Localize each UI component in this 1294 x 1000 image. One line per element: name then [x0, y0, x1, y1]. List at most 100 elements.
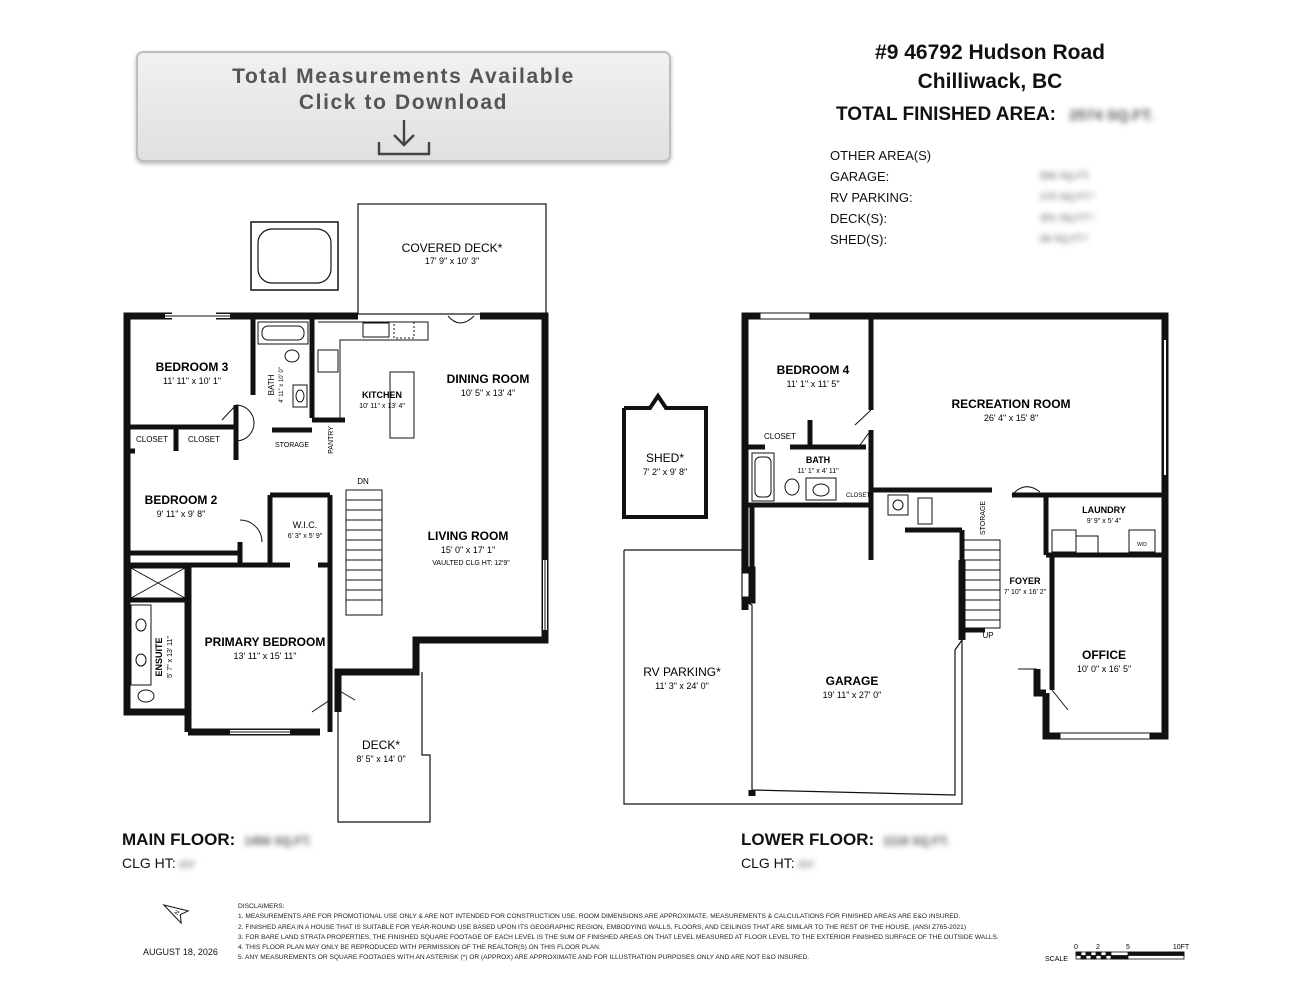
other-areas-heading: OTHER AREA(S) — [830, 148, 932, 163]
kitchen-name: KITCHEN — [362, 390, 402, 400]
rv-parking-name: RV PARKING* — [643, 665, 721, 679]
deck-name: DECK* — [362, 738, 400, 752]
covered-deck-outline — [357, 203, 547, 315]
ensuite-name: ENSUITE — [154, 637, 164, 676]
disclaimer-1: 1. MEASUREMENTS ARE FOR PROMOTIONAL USE … — [238, 913, 961, 921]
lower-clg-value: 8'0" — [798, 860, 816, 871]
living-room-dims: 15' 0" x 17' 1" — [441, 545, 495, 555]
wic-dims: 6' 3" x 5' 9" — [288, 533, 323, 540]
download-icon — [377, 120, 430, 156]
foyer-name: FOYER — [1009, 576, 1041, 586]
lower-floor-label: LOWER FLOOR: 1118 SQ.FT. — [741, 830, 949, 850]
main-floor-interior-walls — [127, 318, 345, 732]
deck-area-label: DECK(S): — [830, 211, 888, 226]
shed-dims: 7' 2" x 9' 8" — [643, 467, 687, 477]
rv-parking-dims: 11' 3" x 24' 0" — [655, 681, 709, 691]
north-arrow-icon: N — [162, 904, 190, 925]
disclaimers-heading: DISCLAIMERS: — [238, 903, 285, 910]
main-clg-value: 8'6" — [179, 860, 197, 871]
disclaimers: DISCLAIMERS: 1. MEASUREMENTS ARE FOR PRO… — [238, 902, 1068, 964]
stairs-down-label: DN — [357, 477, 369, 486]
bedroom2-dims: 9' 11" x 9' 8" — [157, 509, 206, 519]
svg-text:N: N — [174, 910, 181, 917]
dining-room-name: DINING ROOM — [447, 372, 530, 386]
plan-date: AUGUST 18, 2026 — [143, 947, 218, 957]
main-bath-dims: 4' 11" x 10' 0" — [279, 367, 285, 403]
disclaimer-2: 2. FINISHED AREA IN A HOUSE THAT IS SUIT… — [238, 923, 967, 931]
main-floor-fixtures — [130, 314, 547, 734]
primary-bedroom-dims: 13' 11" x 15' 11" — [233, 651, 296, 661]
bedroom4-name: BEDROOM 4 — [777, 363, 850, 377]
lower-closet-small-label: CLOSET — [846, 493, 870, 499]
scale-label: SCALE — [1045, 956, 1068, 963]
pantry-label: PANTRY — [328, 426, 335, 454]
main-floor-area: 1456 SQ.FT. — [244, 834, 312, 848]
lower-floor-clg: CLG HT: 8'0" — [741, 855, 815, 871]
stairs-up-label: UP — [982, 631, 993, 640]
lower-bath-name: BATH — [806, 455, 830, 465]
scale-tick-0: 0 — [1074, 944, 1078, 951]
disclaimer-4: 4. THIS FLOOR PLAN MAY ONLY BE REPRODUCE… — [238, 944, 601, 952]
main-bath-name: BATH — [267, 374, 276, 395]
office-name: OFFICE — [1082, 648, 1126, 662]
address-line-1: #9 46792 Hudson Road — [875, 41, 1105, 64]
scale-tick-5: 5 — [1126, 944, 1130, 951]
download-measurements-button[interactable]: Total Measurements Available Click to Do… — [136, 51, 671, 162]
scale-bar — [1075, 951, 1185, 960]
garage-area-value: 566 SQ.FT. — [1040, 171, 1091, 182]
ensuite-dims: 5' 7" x 13' 11" — [167, 636, 174, 678]
shed-outline — [622, 392, 708, 519]
disclaimer-3: 3. FOR BARE LAND STRATA PROPERTIES, THE … — [238, 933, 999, 941]
lower-floor-fixtures — [751, 312, 1166, 740]
living-room-note: VAULTED CLG HT: 12'9" — [432, 560, 510, 567]
covered-deck-name: COVERED DECK* — [402, 241, 503, 255]
main-clg-label: CLG HT: — [122, 855, 176, 871]
closet-b-label: CLOSET — [188, 435, 220, 444]
bedroom3-dims: 11' 11" x 10' 1" — [163, 376, 221, 386]
lower-closet-label: CLOSET — [764, 432, 796, 441]
closet-a-label: CLOSET — [136, 435, 168, 444]
lower-floor-area: 1118 SQ.FT. — [882, 834, 949, 848]
lower-floor-exterior-walls — [741, 312, 1169, 796]
lower-floor-interior-walls — [747, 318, 1165, 690]
hot-tub-icon — [250, 221, 339, 291]
rv-area-value: 270 SQ.FT.* — [1040, 192, 1095, 203]
office-dims: 10' 0" x 16' 5" — [1077, 664, 1131, 674]
deck-area-value: 301 SQ.FT.* — [1040, 213, 1095, 224]
garage-name: GARAGE — [826, 674, 879, 688]
main-floor-clg: CLG HT: 8'6" — [122, 855, 196, 871]
washer-dryer-label: W/D — [1137, 542, 1147, 548]
covered-deck-dims: 17' 9" x 10' 3" — [425, 256, 479, 266]
foyer-dims: 7' 10" x 16' 2" — [1004, 589, 1047, 596]
living-room-name: LIVING ROOM — [428, 529, 509, 543]
primary-bedroom-name: PRIMARY BEDROOM — [205, 635, 326, 649]
total-finished-area-label: TOTAL FINISHED AREA: — [836, 104, 1056, 125]
shed-area-label: SHED(S): — [830, 232, 888, 247]
shed-area-value: 69 SQ.FT.* — [1040, 234, 1089, 245]
recreation-room-name: RECREATION ROOM — [951, 397, 1070, 411]
laundry-name: LAUNDRY — [1082, 505, 1126, 515]
bedroom4-dims: 11' 1" x 11' 5" — [786, 379, 839, 389]
kitchen-dims: 10' 11" x 13' 4" — [359, 403, 405, 410]
scale-tick-2: 2 — [1096, 944, 1100, 951]
total-finished-area: TOTAL FINISHED AREA: 2574 SQ.FT. — [836, 104, 1153, 126]
total-finished-area-value: 2574 SQ.FT. — [1069, 107, 1154, 124]
rv-area-label: RV PARKING: — [830, 190, 913, 205]
laundry-dims: 9' 9" x 5' 4" — [1087, 518, 1122, 525]
lower-clg-label: CLG HT: — [741, 855, 795, 871]
deck-outline — [337, 672, 431, 823]
download-line-1: Total Measurements Available — [232, 65, 575, 88]
bedroom2-name: BEDROOM 2 — [145, 493, 218, 507]
lower-bath-dims: 11' 1" x 4' 11" — [797, 468, 839, 475]
rv-parking-outline — [623, 549, 963, 805]
wic-name: W.I.C. — [293, 520, 318, 530]
address-line-2: Chilliwack, BC — [917, 70, 1063, 93]
recreation-room-dims: 26' 4" x 15' 8" — [984, 413, 1038, 423]
main-floor-label: MAIN FLOOR: 1456 SQ.FT. — [122, 830, 311, 850]
lower-floor-title: LOWER FLOOR: — [741, 830, 875, 849]
download-line-2: Click to Download — [298, 91, 509, 114]
disclaimer-5: 5. ANY MEASUREMENTS OR SQUARE FOOTAGES W… — [238, 954, 810, 962]
deck-dims: 8' 5" x 14' 0" — [356, 754, 405, 764]
scale-tick-10: 10FT — [1173, 944, 1190, 951]
